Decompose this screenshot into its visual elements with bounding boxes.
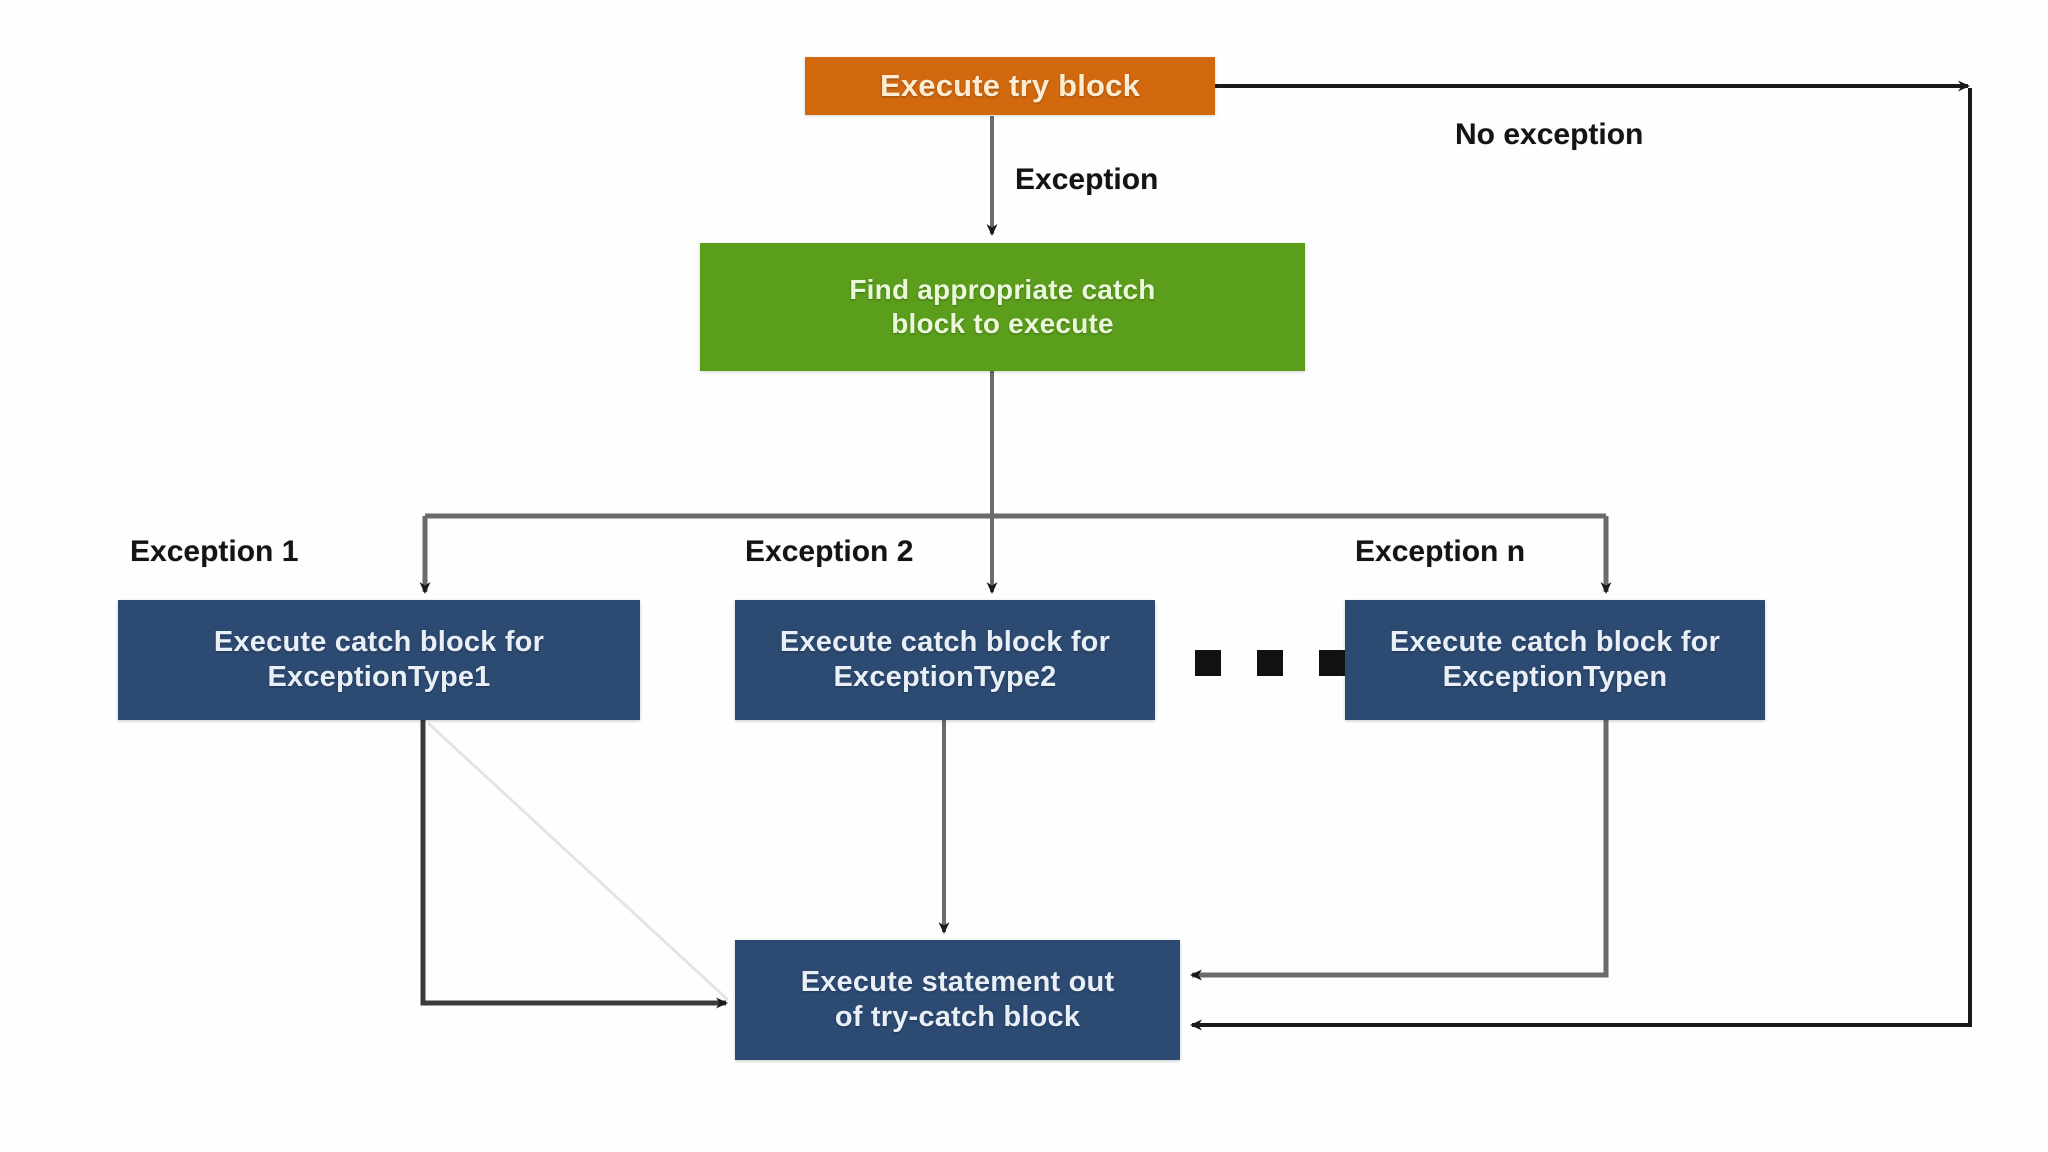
- edge-label-exception-n: Exception n: [1355, 535, 1526, 568]
- node-catch2-label: Execute catch block for ExceptionType2: [768, 625, 1122, 696]
- ellipsis-dot-3: [1319, 650, 1345, 676]
- edge-right-loop-down: [1190, 88, 1972, 1031]
- edge-catch1-to-out: [420, 720, 728, 1009]
- node-catch2-line1: Execute catch block for: [779, 625, 1111, 658]
- ellipsis-dot-2: [1257, 650, 1283, 676]
- node-catch1-line2: ExceptionType1: [267, 661, 491, 693]
- node-find-label: Find appropriate catch block to execute: [837, 273, 1167, 341]
- node-catch-exceptiontype1[interactable]: Execute catch block for ExceptionType1: [118, 600, 640, 720]
- node-catch-exceptiontypen[interactable]: Execute catch block for ExceptionTypen: [1345, 600, 1765, 720]
- ellipsis-more-catch-blocks: [1195, 648, 1345, 678]
- node-catch-exceptiontype2[interactable]: Execute catch block for ExceptionType2: [735, 600, 1155, 720]
- node-catchn-label: Execute catch block for ExceptionTypen: [1378, 625, 1732, 696]
- edge-catchn-to-out: [1190, 720, 1609, 981]
- node-find-line2: block to execute: [891, 308, 1114, 339]
- node-out-line1: Execute statement out: [800, 965, 1115, 998]
- edge-label-no-exception: No exception: [1455, 118, 1644, 151]
- node-execute-statement-out[interactable]: Execute statement out of try-catch block: [735, 940, 1180, 1060]
- node-out-line2: of try-catch block: [834, 1001, 1081, 1033]
- node-find-catch-block[interactable]: Find appropriate catch block to execute: [700, 243, 1305, 371]
- node-catch1-line1: Execute catch block for: [213, 625, 545, 658]
- edge-label-exception-1: Exception 1: [130, 535, 299, 568]
- node-catch2-line2: ExceptionType2: [833, 661, 1057, 693]
- node-catch1-label: Execute catch block for ExceptionType1: [202, 625, 556, 696]
- edge-label-exception: Exception: [1015, 163, 1159, 196]
- node-catchn-line1: Execute catch block for: [1389, 625, 1721, 658]
- node-execute-try-block[interactable]: Execute try block: [805, 57, 1215, 115]
- edge-label-exception-2: Exception 2: [745, 535, 914, 568]
- node-catchn-line2: ExceptionTypen: [1442, 661, 1668, 693]
- node-out-label: Execute statement out of try-catch block: [789, 965, 1127, 1036]
- ellipsis-dot-1: [1195, 650, 1221, 676]
- node-find-line1: Find appropriate catch: [849, 273, 1156, 305]
- edge-catch1-diagonal-artifact: [426, 721, 730, 1002]
- node-try-label: Execute try block: [879, 68, 1141, 104]
